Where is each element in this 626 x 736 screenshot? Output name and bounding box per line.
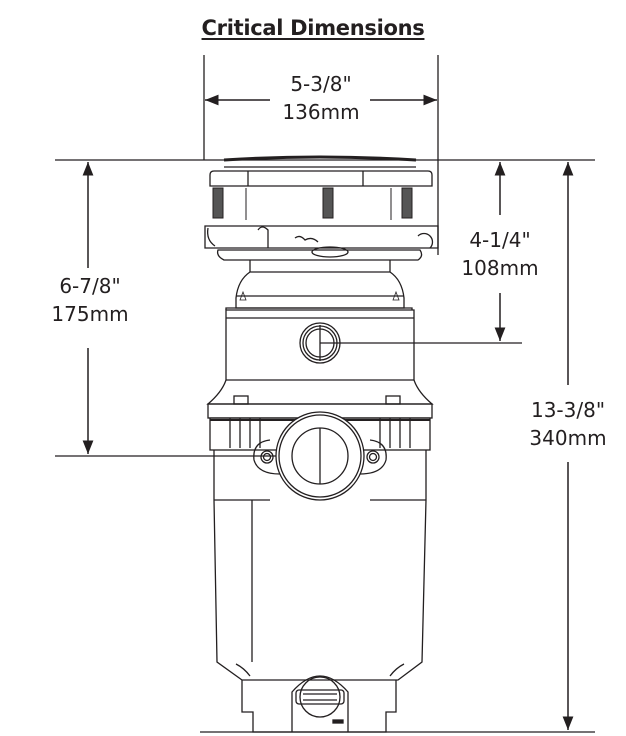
extension-lines — [55, 55, 595, 733]
dimension-arrows — [82, 94, 574, 730]
housing-neck — [235, 260, 405, 309]
mounting-ring — [204, 225, 439, 261]
motor-housing — [213, 450, 427, 681]
drain-height-label: 6-7/8" 175mm — [40, 272, 140, 328]
drain-height-metric: 175mm — [51, 302, 129, 326]
mounting-screws — [212, 187, 413, 220]
discharge-outlet — [253, 411, 387, 501]
total-height-imperial: 13-3/8" — [530, 398, 606, 422]
width-label: 5-3/8" 136mm — [272, 70, 370, 126]
dishwasher-inlet — [299, 322, 341, 364]
total-height-metric: 340mm — [529, 426, 607, 450]
sink-flange — [209, 155, 433, 187]
width-imperial: 5-3/8" — [290, 72, 352, 96]
drain-height-imperial: 6-7/8" — [59, 274, 121, 298]
inlet-height-imperial: 4-1/4" — [469, 228, 531, 252]
inlet-height-label: 4-1/4" 108mm — [450, 226, 550, 282]
base — [241, 675, 397, 733]
width-metric: 136mm — [282, 100, 360, 124]
inlet-height-metric: 108mm — [461, 256, 539, 280]
total-height-label: 13-3/8" 340mm — [518, 396, 618, 452]
page-title: Critical Dimensions — [201, 16, 425, 40]
